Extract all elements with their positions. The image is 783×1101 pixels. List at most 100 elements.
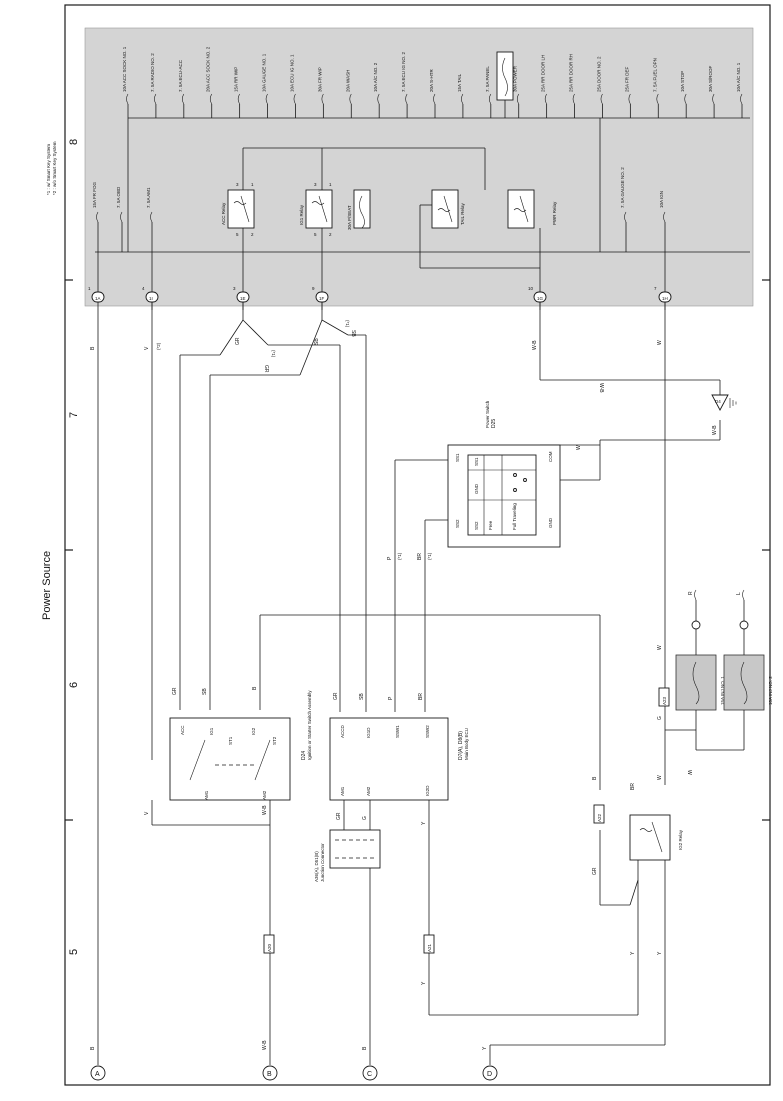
svg-text:IG2 Relay: IG2 Relay	[678, 829, 683, 850]
svg-text:10A INJ NO. 2: 10A INJ NO. 2	[768, 676, 773, 705]
svg-text:1G: 1G	[537, 296, 544, 301]
left-fuse: 10A IGN	[659, 191, 666, 252]
top-fuse: 7. 5A RADIO NO. 2	[150, 53, 157, 118]
wire-label-gr2: GR	[263, 365, 269, 373]
wire-label-gr-ig2: GR	[592, 867, 598, 875]
wire-label-y3: Y	[657, 951, 663, 955]
top-fuse: 7. 5A ECU-ACC	[178, 59, 185, 118]
svg-text:ACC Relay: ACC Relay	[221, 202, 226, 225]
svg-text:1: 1	[329, 182, 332, 187]
top-fuse-label: 25A DOOR NO. 2	[596, 56, 601, 92]
wire-note-gr2: (*1)	[271, 350, 276, 358]
wire-label-gr-ign: GR	[172, 687, 178, 695]
inj-fuse-1: 15A INJ NO. 1	[675, 654, 725, 711]
top-fuse: 10A ACC SOCK NO. 1	[122, 46, 129, 118]
svg-text:7: 7	[654, 286, 657, 291]
grid-number-8: 8	[68, 139, 80, 145]
top-fuse: 10A A/C NO. 1	[736, 62, 743, 118]
inj-fuse-2: 10A INJ NO. 2	[723, 654, 773, 711]
top-fuse-label: 20A ACC SOCK NO. 2	[206, 46, 211, 92]
connector-A21: A21	[423, 934, 435, 954]
svg-text:IG2: IG2	[251, 727, 256, 735]
connector-1E: 1E 3	[233, 286, 250, 303]
wire-label-w2: W	[576, 445, 582, 450]
wire-label-b-ign: B	[252, 686, 258, 690]
connector-A22: A22	[593, 804, 605, 824]
ground-D4: D4	[711, 394, 737, 411]
svg-text:ACC: ACC	[180, 725, 185, 735]
main-body-ecu: D7(A), D8(B) Main Body ECU ACCD IG1D SSW…	[329, 717, 469, 801]
pseat-fuse: 30A P/SEAT	[347, 189, 371, 230]
wire-label-b-a22: B	[592, 776, 598, 780]
left-fuse: 15A FR FOG	[92, 181, 99, 252]
svg-text:IG1D: IG1D	[366, 727, 371, 738]
wire-label-br1: BR	[417, 553, 423, 560]
svg-text:Power Switch: Power Switch	[485, 400, 490, 428]
svg-text:3: 3	[314, 182, 317, 187]
top-fuses: 10A ACC SOCK NO. 1 7. 5A RADIO NO. 2 7. 5A…	[122, 46, 743, 118]
svg-text:ST2: ST2	[272, 736, 277, 745]
svg-text:AM1: AM1	[340, 786, 345, 796]
svg-text:10: 10	[528, 286, 534, 291]
connector-A23: A23	[658, 687, 670, 707]
svg-text:ACCD: ACCD	[340, 724, 345, 738]
svg-text:1F: 1F	[319, 296, 325, 301]
connector-1H: 1H7	[654, 286, 672, 303]
svg-text:GND: GND	[548, 517, 553, 528]
top-fuse-label: 10A A/C NO. 2	[373, 62, 378, 92]
svg-text:3: 3	[233, 286, 236, 291]
svg-text:COM: COM	[548, 451, 553, 462]
grid-number-7: 7	[68, 412, 80, 418]
connector-1A: 1A1	[88, 286, 105, 303]
ignition-switch-D24: D24 Ignition or Starter Switch Assembly …	[169, 690, 312, 801]
wire-label-gr-jc: GR	[336, 812, 342, 820]
top-fuse-label: 15A RR WIP	[234, 67, 239, 92]
wire-label-w1: W	[657, 340, 663, 345]
wire-label-wb2: W-B	[598, 383, 604, 393]
svg-text:PWR Relay: PWR Relay	[552, 201, 557, 225]
svg-text:Main Body ECU: Main Body ECU	[464, 728, 469, 760]
svg-text:1: 1	[251, 182, 254, 187]
wire-label-br2: BR	[630, 783, 636, 790]
svg-text:D: D	[487, 1071, 492, 1078]
top-fuse-label: 7. 5A FUEL OPN	[652, 58, 657, 92]
page-frame	[64, 4, 771, 1086]
svg-text:IG1: IG1	[209, 727, 214, 735]
left-fuse-label: 7. 5A AM1	[146, 187, 151, 208]
top-fuse-label: 30A FR WIP	[317, 67, 322, 92]
svg-text:SSW2: SSW2	[425, 725, 430, 738]
top-fuse: 20A S-HTR	[429, 68, 436, 118]
wire-label-p-ecu: P	[388, 696, 394, 700]
wire-label-w5: W	[686, 770, 692, 775]
top-fuse: 7. 5A FUEL OPN	[652, 58, 659, 118]
note-no-smart-key: *2 : w/o Smart Key System	[52, 141, 57, 195]
svg-text:SS1: SS1	[474, 457, 479, 466]
top-fuse: 30A POWER	[513, 65, 520, 118]
svg-text:1: 1	[88, 286, 91, 291]
svg-text:1E: 1E	[240, 296, 246, 301]
top-fuse-label: 7. 5A ECU-ACC	[178, 59, 183, 92]
wire-label-wb1: W-B	[532, 340, 538, 350]
wire-label-y4: Y	[482, 1046, 488, 1050]
junction-connector: A36(A), D51(B) Junction Connector	[314, 829, 381, 882]
wire-label-g-jc: G	[362, 816, 368, 820]
tail-relay: TAIL Relay	[431, 189, 465, 229]
svg-text:GND: GND	[474, 483, 479, 494]
pwr-relay: PWR Relay	[507, 189, 557, 229]
svg-text:D7(A), D8(B): D7(A), D8(B)	[458, 731, 464, 760]
top-fuse: 10A GAUGE NO. 1	[262, 53, 268, 118]
top-fuse: 30A S/ROOF	[708, 65, 715, 118]
top-fuse: 10A STOP	[680, 71, 687, 118]
wire-label-wb-bottom: W-B	[262, 1040, 268, 1050]
wire-label-br-ecu: BR	[418, 693, 424, 700]
svg-text:SSW1: SSW1	[395, 725, 400, 738]
top-fuse-label: 7. 5A RADIO NO. 2	[150, 53, 155, 92]
top-fuse-label: 20A S-HTR	[429, 68, 434, 92]
top-fuse: 15A RR WIP	[234, 67, 241, 118]
svg-text:5: 5	[236, 232, 239, 237]
svg-text:A23: A23	[662, 696, 667, 705]
top-fuse-label: 30A S/ROOF	[708, 65, 713, 92]
